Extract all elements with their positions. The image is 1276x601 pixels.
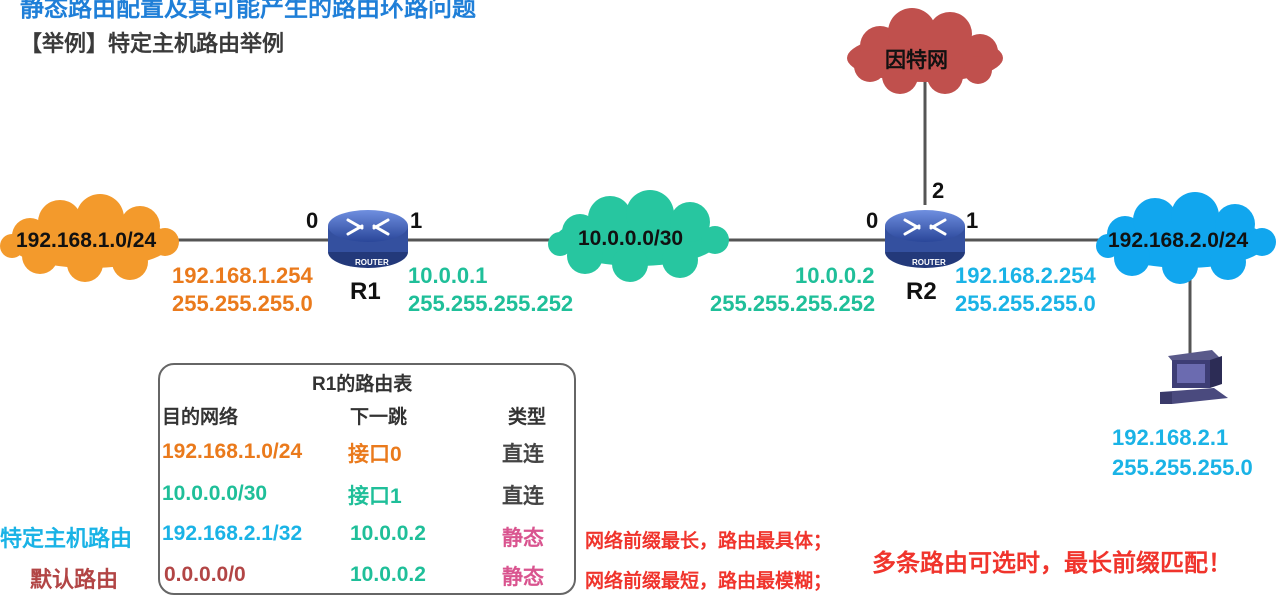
- table-row-4-type: 静态: [502, 566, 544, 589]
- router-r2-icon: [885, 210, 965, 268]
- r1-port-0: 0: [306, 208, 319, 233]
- left-network-cloud: [0, 194, 179, 282]
- table-row-3-dest: 192.168.2.1/32: [162, 522, 303, 545]
- host-computer-icon: [1160, 350, 1228, 404]
- table-row-2-type: 直连: [502, 485, 544, 508]
- r2-router-badge: ROUTER: [912, 258, 946, 267]
- r2-name: R2: [906, 278, 937, 305]
- host-mask: 255.255.255.0: [1112, 455, 1253, 480]
- column-header-destination: 目的网络: [162, 407, 239, 428]
- r2-if0-mask: 255.255.255.252: [710, 291, 876, 316]
- column-header-type: 类型: [508, 407, 547, 428]
- table-row-4-dest: 0.0.0.0/0: [164, 563, 246, 586]
- r2-port-1: 1: [966, 208, 979, 233]
- right-network-cloud: [1096, 192, 1276, 284]
- r2-if0-ip: 10.0.0.2: [795, 263, 875, 288]
- page-subtitle: 【举例】特定主机路由举例: [20, 31, 285, 56]
- host-ip: 192.168.2.1: [1112, 425, 1229, 450]
- middle-network-label: 10.0.0.0/30: [578, 227, 684, 250]
- r1-if1-mask: 255.255.255.252: [408, 291, 574, 316]
- r2-port-0: 0: [866, 208, 879, 233]
- table-row-3-type: 静态: [502, 527, 544, 550]
- table-row-2-next: 接口1: [348, 485, 402, 508]
- routing-table-box: [158, 363, 576, 595]
- table-row-1-dest: 192.168.1.0/24: [162, 440, 303, 463]
- table-row-3-next: 10.0.0.2: [350, 522, 426, 545]
- host-route-label: 特定主机路由: [0, 526, 133, 551]
- r1-router-badge: ROUTER: [355, 258, 389, 267]
- column-header-next-hop: 下一跳: [350, 407, 408, 428]
- shortest-prefix-note: 网络前缀最短，路由最模糊；: [585, 571, 833, 592]
- r2-if1-mask: 255.255.255.0: [955, 291, 1096, 316]
- page-title: 静态路由配置及其可能产生的路由环路问题: [20, 0, 476, 22]
- router-r1-icon: [328, 210, 408, 268]
- routing-table-title: R1的路由表: [312, 374, 413, 395]
- table-row-4-next: 10.0.0.2: [350, 563, 426, 586]
- table-row-1-type: 直连: [502, 443, 544, 466]
- r1-name: R1: [350, 278, 381, 305]
- r1-if0-ip: 192.168.1.254: [172, 263, 313, 288]
- r2-port-2: 2: [932, 178, 945, 203]
- r2-if1-ip: 192.168.2.254: [955, 263, 1096, 288]
- longest-prefix-match-rule: 多条路由可选时，最长前缀匹配！: [872, 550, 1232, 577]
- default-route-label: 默认路由: [30, 567, 119, 592]
- table-row-1-next: 接口0: [348, 443, 402, 466]
- internet-label: 因特网: [885, 49, 948, 72]
- r1-if1-ip: 10.0.0.1: [408, 263, 488, 288]
- internet-cloud: [847, 8, 1003, 94]
- middle-network-cloud: [548, 190, 729, 282]
- r1-if0-mask: 255.255.255.0: [172, 291, 313, 316]
- table-row-2-dest: 10.0.0.0/30: [162, 482, 268, 505]
- left-network-label: 192.168.1.0/24: [16, 229, 157, 252]
- r1-port-1: 1: [410, 208, 423, 233]
- longest-prefix-note: 网络前缀最长，路由最具体；: [585, 531, 833, 552]
- right-network-label: 192.168.2.0/24: [1108, 229, 1249, 252]
